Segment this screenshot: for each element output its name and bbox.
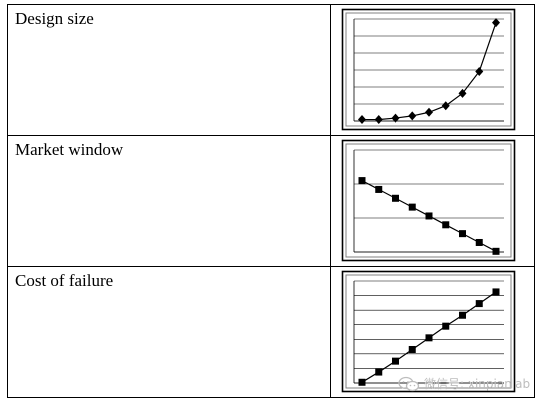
table-row: Cost of failure bbox=[7, 266, 535, 398]
data-point bbox=[441, 101, 450, 111]
data-point bbox=[408, 111, 417, 121]
plot-area-border bbox=[345, 274, 512, 389]
data-point bbox=[425, 107, 433, 117]
label-cell: Market window bbox=[7, 135, 331, 267]
watermark: 微信号: xinpianlab bbox=[398, 375, 530, 392]
table-row: Market window bbox=[7, 135, 535, 267]
chart-cell bbox=[330, 266, 535, 398]
data-point bbox=[492, 247, 500, 255]
data-point bbox=[392, 357, 399, 365]
market-window-chart bbox=[341, 139, 516, 262]
data-point bbox=[425, 212, 433, 220]
chart-cell bbox=[330, 4, 535, 136]
chart-frame bbox=[341, 139, 516, 262]
chart-cell bbox=[330, 135, 535, 267]
chart-frame bbox=[341, 270, 516, 393]
wechat-icon bbox=[398, 376, 420, 391]
label-cell: Cost of failure bbox=[7, 266, 331, 398]
data-point bbox=[374, 115, 383, 125]
data-point bbox=[358, 177, 366, 185]
data-point bbox=[459, 230, 466, 238]
data-point bbox=[391, 113, 400, 123]
cost-of-failure-chart bbox=[341, 270, 516, 393]
data-point bbox=[442, 322, 450, 330]
row-label-design-size: Design size bbox=[15, 9, 94, 28]
plot-area-border bbox=[345, 143, 512, 258]
data-point bbox=[442, 221, 450, 229]
data-point bbox=[358, 115, 366, 125]
data-point bbox=[425, 334, 433, 342]
data-point bbox=[475, 300, 483, 308]
data-point bbox=[475, 66, 484, 76]
data-point bbox=[458, 88, 467, 98]
data-point bbox=[408, 203, 416, 211]
data-point bbox=[375, 185, 383, 193]
data-point bbox=[358, 378, 366, 386]
data-point bbox=[459, 311, 466, 319]
label-cell: Design size bbox=[7, 4, 331, 136]
data-point bbox=[375, 368, 383, 376]
design-size-chart bbox=[341, 8, 516, 131]
row-label-market-window: Market window bbox=[15, 140, 124, 159]
watermark-text: 微信号: xinpianlab bbox=[424, 377, 531, 391]
table-row: Design size bbox=[7, 4, 535, 136]
data-point bbox=[408, 345, 416, 353]
plot-area-border bbox=[345, 12, 512, 127]
data-point bbox=[392, 194, 399, 202]
comparison-table: Design size Market window Cost of failur… bbox=[7, 4, 535, 398]
row-label-cost-of-failure: Cost of failure bbox=[15, 271, 114, 290]
data-point bbox=[475, 238, 483, 246]
data-point bbox=[492, 288, 500, 296]
data-point bbox=[492, 18, 500, 28]
